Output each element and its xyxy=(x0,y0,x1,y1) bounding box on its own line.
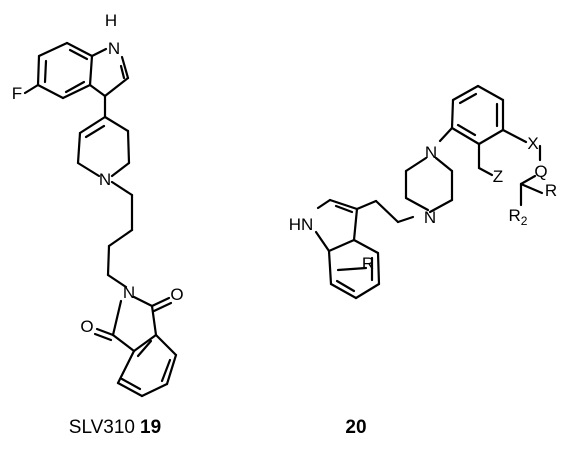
aryl-piperazine-link xyxy=(438,126,454,143)
phthalimide-group xyxy=(93,295,178,398)
imide-n-label: N xyxy=(123,283,135,302)
piperazine-ring xyxy=(404,156,454,214)
oxygen-right-label: O xyxy=(170,285,183,304)
indole-n-label: N xyxy=(108,39,120,58)
r2-substituent-label: R2 xyxy=(509,206,528,228)
compound-20-structure: HN N N X Q Z R R2 R xyxy=(289,84,557,300)
butyl-linker xyxy=(106,180,134,289)
oxygen-left-label: O xyxy=(80,317,93,336)
compound-19-structure: H N F N N O O xyxy=(12,11,184,398)
r2-base: R xyxy=(509,206,521,225)
fluorine-label: F xyxy=(12,84,22,103)
c-f-bond xyxy=(23,83,40,95)
piperazine-n-bottom-label: N xyxy=(424,208,436,227)
fused-heterocycle xyxy=(477,128,542,186)
piperazine-n-top-label: N xyxy=(425,143,437,162)
r2-subscript: 2 xyxy=(521,214,528,228)
piperidine-n-label: N xyxy=(99,170,111,189)
z-label: Z xyxy=(493,167,503,186)
indole-pyrrole-ring xyxy=(88,47,130,98)
indole-h-label: H xyxy=(105,11,117,30)
q-label: Q xyxy=(534,162,547,181)
x-label: X xyxy=(527,134,538,153)
r-indole-label: R xyxy=(362,254,374,273)
tetrahydropyridine-ring xyxy=(76,115,131,178)
r-substituent-label: R xyxy=(545,181,557,200)
indole-nh-label: HN xyxy=(289,215,314,234)
r-substituent-bond xyxy=(519,182,544,195)
caption-20-number: 20 xyxy=(345,417,366,438)
indole-benzene-ring xyxy=(36,41,94,100)
aryl-ring xyxy=(450,84,505,146)
caption-19-number: 19 xyxy=(140,417,161,438)
indole-20 xyxy=(314,198,381,300)
ethyl-chain xyxy=(355,199,415,224)
caption-19-prefix: SLV310 xyxy=(69,417,135,438)
